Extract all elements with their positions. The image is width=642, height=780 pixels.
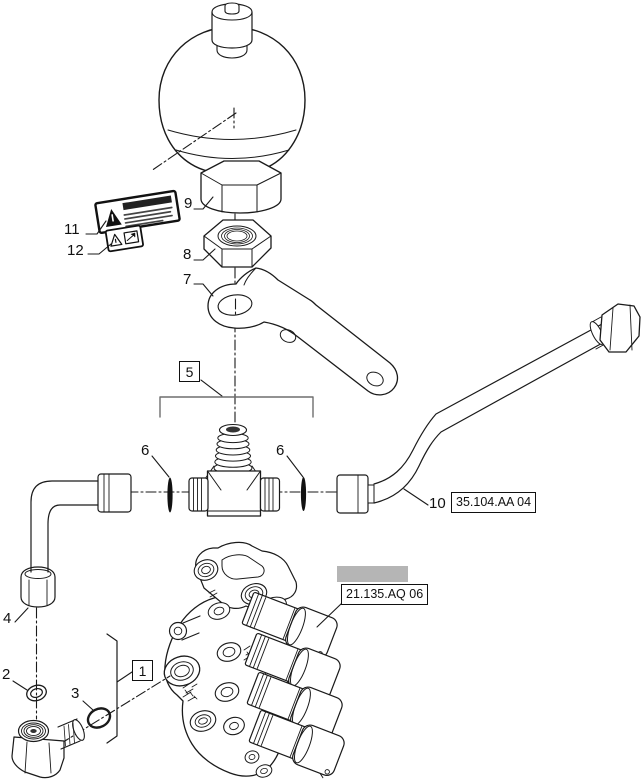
accumulator-drawing — [158, 2, 306, 175]
group-bracket-1 — [106, 633, 118, 744]
callout-12[interactable]: 12 — [67, 242, 84, 259]
callout-6-left[interactable]: 6 — [141, 442, 150, 459]
o-ring-6-right — [300, 477, 307, 511]
bracket-drawing — [207, 267, 399, 396]
reference-box-valve[interactable]: 21.135.AQ 06 — [341, 584, 429, 605]
callout-10[interactable]: 10 — [429, 495, 446, 512]
group-bracket-5 — [159, 396, 314, 418]
o-rings — [26, 477, 307, 729]
centerline-overlays — [150, 107, 237, 317]
callout-1-label: 1 — [138, 662, 147, 679]
solenoid-2 — [244, 632, 341, 702]
o-ring-2 — [26, 684, 47, 702]
left-tube-assembly-drawing — [11, 473, 132, 779]
warning-triangle-icon — [105, 208, 122, 228]
callout-3[interactable]: 3 — [71, 685, 80, 702]
solenoid-3 — [246, 671, 343, 741]
reference-box-tube[interactable]: 35.104.AA 04 — [451, 492, 537, 513]
callout-2[interactable]: 2 — [2, 666, 11, 683]
callout-8[interactable]: 8 — [183, 246, 192, 263]
right-tube-assembly-drawing — [336, 303, 641, 514]
o-ring-6-left — [167, 477, 173, 513]
callout-11[interactable]: 11 — [64, 221, 80, 238]
callout-5-label: 5 — [185, 363, 194, 380]
nut-drawing — [203, 219, 272, 268]
control-valve-block-drawing — [163, 541, 345, 779]
warning-triangle-icon — [110, 233, 123, 247]
callout-4[interactable]: 4 — [3, 610, 12, 627]
warning-decal-small — [104, 224, 144, 253]
warning-decal-large — [94, 189, 181, 234]
o-ring-3 — [86, 707, 112, 729]
tee-fitting-drawing — [188, 423, 281, 517]
callout-7[interactable]: 7 — [183, 271, 192, 288]
callout-1[interactable]: 1 — [132, 660, 153, 681]
manual-icon — [123, 230, 140, 245]
callout-5[interactable]: 5 — [179, 361, 200, 382]
redacted-bar — [337, 566, 408, 582]
callout-9[interactable]: 9 — [184, 195, 193, 212]
leader-lines — [12, 196, 429, 711]
solenoid-4 — [248, 709, 345, 779]
hex-adapter-drawing — [200, 160, 282, 214]
callout-6-right[interactable]: 6 — [276, 442, 285, 459]
